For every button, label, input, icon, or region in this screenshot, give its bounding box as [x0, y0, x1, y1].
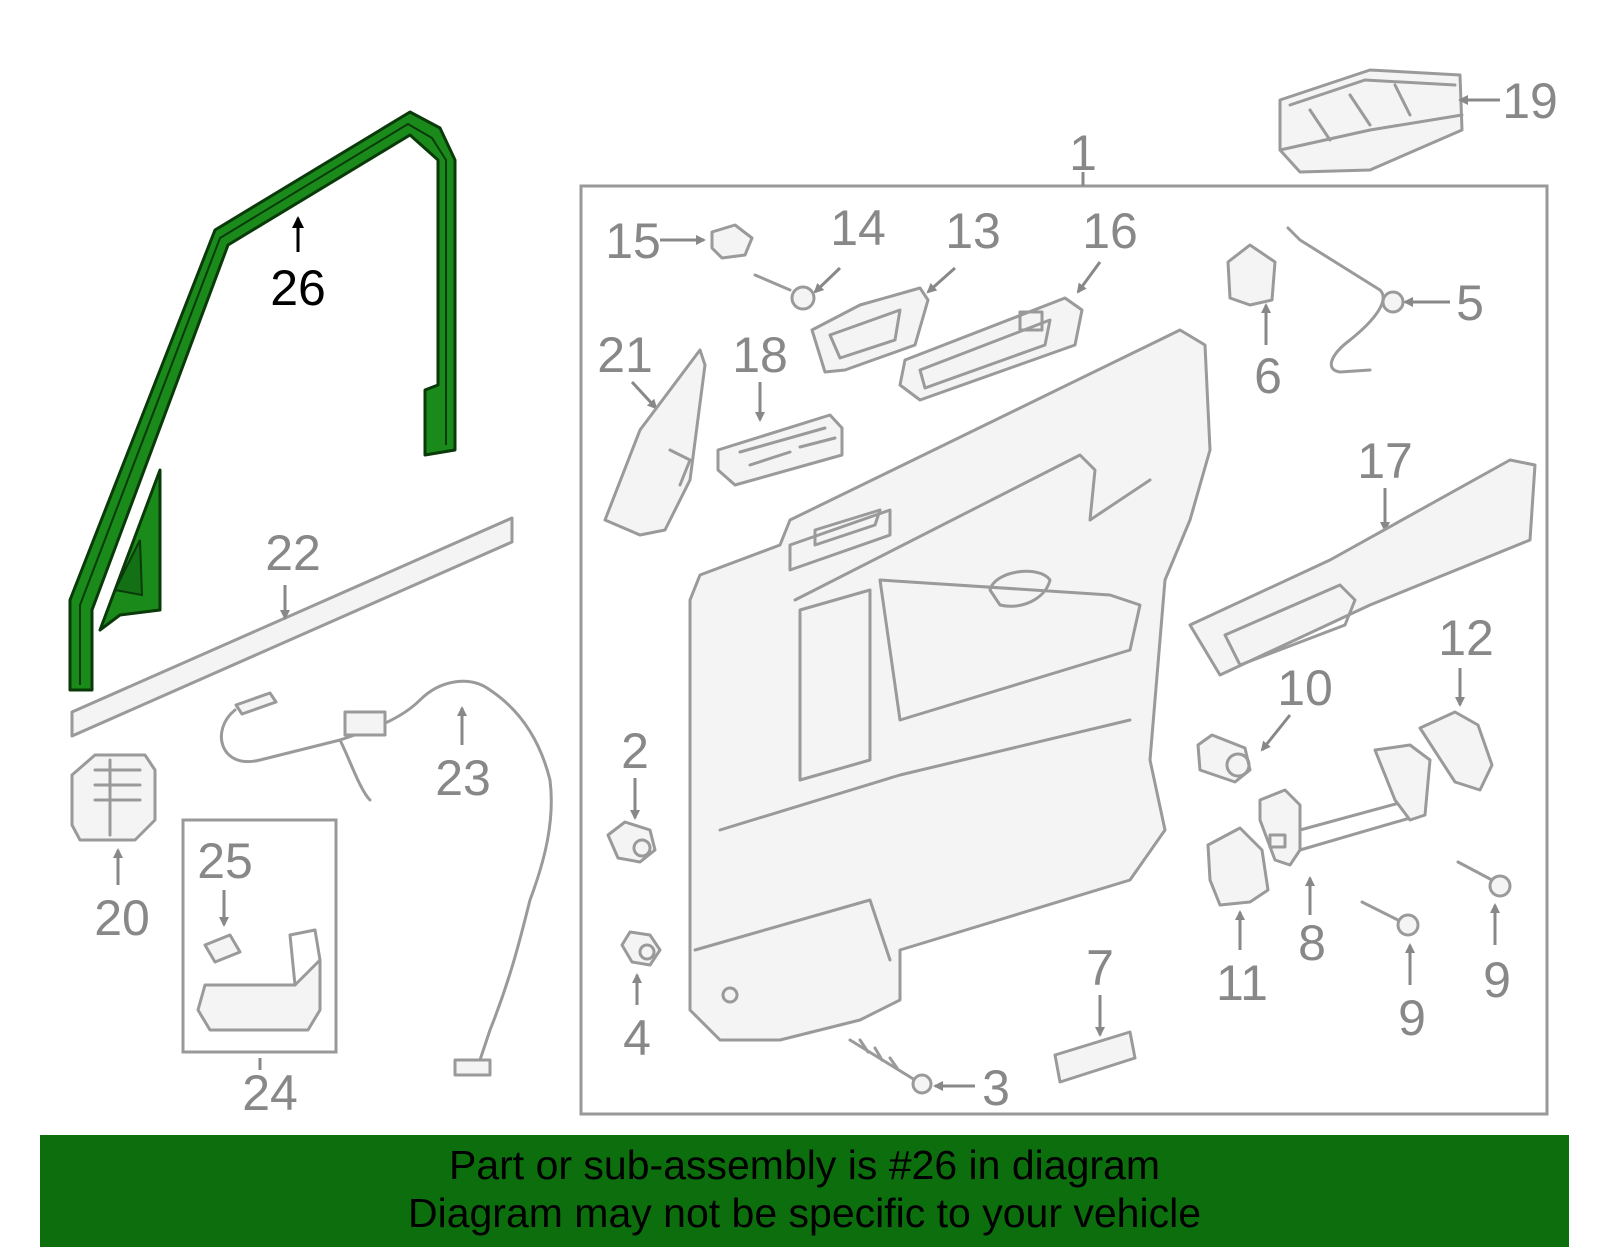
part-26-run-channel[interactable]	[68, 110, 457, 692]
part-15-clip[interactable]	[710, 223, 754, 260]
part-9-screw-a[interactable]	[1360, 900, 1420, 937]
callout-7: 7	[1086, 940, 1114, 996]
part-13-handle-bezel[interactable]	[810, 286, 930, 374]
part-11-cover[interactable]	[1206, 826, 1270, 907]
callout-12: 12	[1438, 610, 1494, 666]
part-3-screw[interactable]	[848, 1038, 933, 1095]
callout-6: 6	[1254, 348, 1282, 404]
part-9-screw-b[interactable]	[1456, 860, 1512, 898]
part-21-mirror-trim[interactable]	[603, 348, 707, 537]
callout-23: 23	[435, 750, 491, 806]
callout-22: 22	[265, 525, 321, 581]
callout-13: 13	[945, 203, 1001, 259]
callout-21: 21	[597, 327, 653, 383]
callout-10: 10	[1277, 660, 1333, 716]
callout-9b: 9	[1483, 952, 1511, 1008]
callout-24: 24	[242, 1065, 298, 1121]
part-8-pull-handle[interactable]	[1258, 743, 1432, 867]
part-19-window-switch[interactable]	[1278, 68, 1464, 174]
part-5-wire[interactable]	[1286, 226, 1405, 374]
callout-14: 14	[830, 200, 886, 256]
callout-9a: 9	[1398, 990, 1426, 1046]
info-banner: Part or sub-assembly is #26 in diagram D…	[40, 1135, 1569, 1247]
part-18-switch-panel[interactable]	[716, 413, 844, 487]
part-23-wiring-harness[interactable]	[219, 679, 553, 1077]
part-16-pull-cup[interactable]	[898, 296, 1084, 402]
part-4-clip[interactable]	[620, 930, 662, 967]
banner-line-disclaimer: Diagram may not be specific to your vehi…	[407, 1190, 1201, 1236]
callout-1: 1	[1069, 125, 1097, 181]
banner-line-part: Part or sub-assembly is #26 in diagram	[449, 1142, 1160, 1188]
callout-2: 2	[621, 723, 649, 779]
callout-25: 25	[197, 833, 253, 889]
callout-17: 17	[1357, 433, 1413, 489]
callout-16: 16	[1082, 203, 1138, 259]
part-12-cover[interactable]	[1418, 710, 1494, 792]
callout-18: 18	[732, 327, 788, 383]
callout-15: 15	[605, 213, 661, 269]
part-20-switch-housing[interactable]	[70, 753, 157, 842]
callout-5: 5	[1456, 275, 1484, 331]
callout-3: 3	[982, 1060, 1010, 1116]
part-1-frame	[579, 184, 1549, 1116]
part-24-frame	[181, 818, 338, 1054]
callout-8: 8	[1298, 915, 1326, 971]
part-7-pad[interactable]	[1053, 1030, 1137, 1084]
part-6-bracket[interactable]	[1226, 243, 1277, 307]
part-22-moulding[interactable]	[70, 516, 514, 738]
part-14-screw[interactable]	[753, 273, 816, 311]
part-2-clip[interactable]	[606, 820, 657, 864]
part-1-door-trim-panel[interactable]	[688, 328, 1212, 1042]
callout-4: 4	[623, 1010, 651, 1066]
part-24-lamp[interactable]	[196, 928, 322, 1032]
callout-19: 19	[1502, 73, 1558, 129]
part-25-bulb[interactable]	[203, 933, 242, 964]
callout-26: 26	[270, 260, 326, 316]
part-17-armrest[interactable]	[1188, 458, 1537, 677]
callout-11: 11	[1216, 955, 1268, 1011]
part-10-plug[interactable]	[1196, 733, 1252, 784]
callout-20: 20	[94, 890, 150, 946]
